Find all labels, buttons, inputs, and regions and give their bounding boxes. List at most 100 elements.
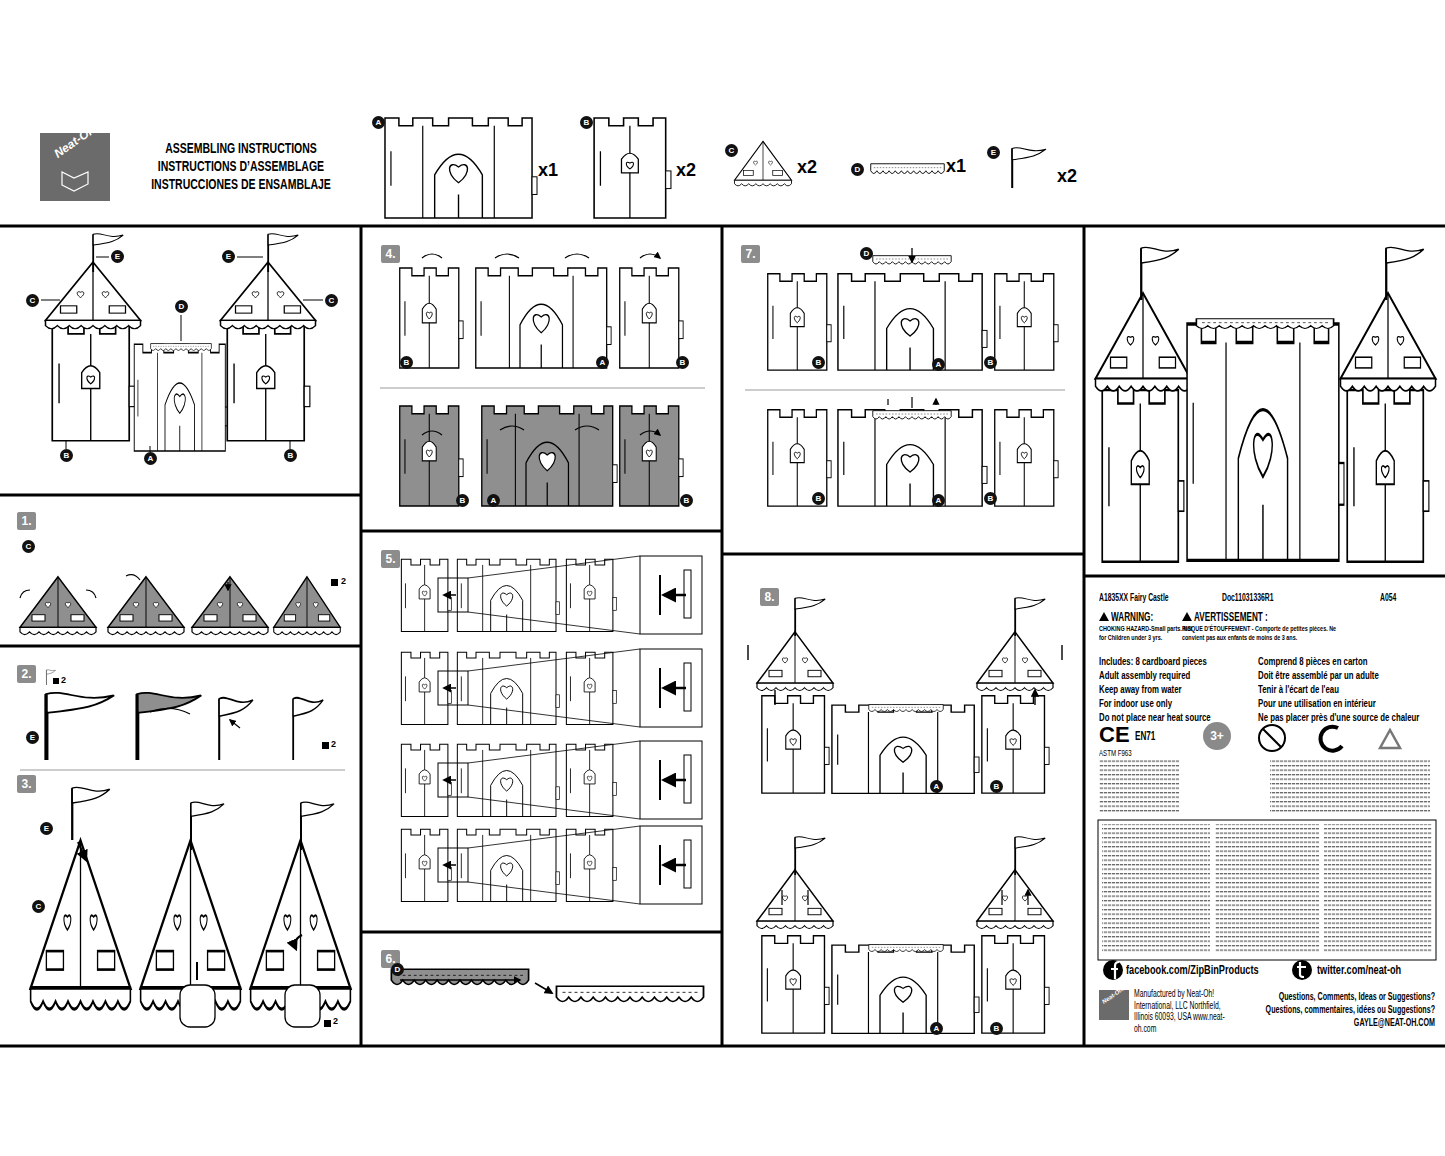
node-text: B bbox=[684, 494, 690, 507]
node-text: 2. bbox=[21, 665, 31, 683]
node-text: D bbox=[855, 163, 861, 176]
node-text: B bbox=[988, 356, 994, 369]
part-letter: B bbox=[990, 1022, 1003, 1035]
label: WARNING: bbox=[1111, 611, 1153, 625]
label: Ne pas placer près d'une source de chale… bbox=[1258, 711, 1419, 724]
label: ASSEMBLING INSTRUCTIONS bbox=[143, 139, 339, 156]
node-text: B bbox=[584, 116, 590, 129]
node-text: 3+ bbox=[1210, 722, 1224, 750]
part-letter: B bbox=[812, 356, 825, 369]
step-number: 5. bbox=[381, 550, 400, 568]
part-letter: E bbox=[40, 822, 53, 835]
part-letter: A bbox=[596, 356, 609, 369]
part-letter: B bbox=[984, 492, 997, 505]
part-letter: E bbox=[111, 250, 124, 263]
part-letter: D bbox=[391, 963, 404, 976]
label: Manufactured by Neat-Oh! International, … bbox=[1134, 988, 1236, 1034]
label: Keep away from water bbox=[1099, 683, 1182, 696]
label: Comprend 8 pièces en carton bbox=[1258, 655, 1368, 668]
part-letter: B bbox=[580, 116, 593, 129]
node-text: A bbox=[936, 358, 942, 371]
node-text: D bbox=[864, 247, 870, 260]
label: Pour une utilisation en intérieur bbox=[1258, 697, 1376, 710]
node-text: 5. bbox=[385, 550, 395, 568]
node-text: B bbox=[994, 780, 1000, 793]
node-text: D bbox=[179, 300, 185, 313]
part-letter: C bbox=[22, 540, 35, 553]
part-letter: A bbox=[487, 494, 500, 507]
node-text: 4. bbox=[385, 245, 395, 263]
node-text: B bbox=[816, 492, 822, 505]
label: CE bbox=[1099, 722, 1130, 747]
label: x2 bbox=[797, 157, 817, 178]
label: 2 bbox=[341, 576, 346, 586]
node-text: E bbox=[44, 822, 49, 835]
node-text: 8. bbox=[764, 588, 774, 606]
label: A054 bbox=[1380, 592, 1396, 604]
label: x2 bbox=[1057, 166, 1077, 187]
node-text: A bbox=[934, 1022, 940, 1035]
part-letter: A bbox=[932, 494, 945, 507]
label: For indoor use only bbox=[1099, 697, 1172, 710]
node-text: B bbox=[994, 1022, 1000, 1035]
step-number: 1. bbox=[17, 512, 36, 530]
part-letter: B bbox=[984, 356, 997, 369]
part-letter: A bbox=[930, 1022, 943, 1035]
step-number: 8. bbox=[760, 588, 779, 606]
node-text: A bbox=[600, 356, 606, 369]
node-text: B bbox=[988, 492, 994, 505]
node-text: A bbox=[934, 780, 940, 793]
step-number: 2. bbox=[17, 665, 36, 683]
label: ASTM F963 bbox=[1099, 748, 1132, 758]
part-letter: B bbox=[60, 449, 73, 462]
label: Adult assembly required bbox=[1099, 669, 1190, 682]
part-letter: A bbox=[144, 452, 157, 465]
part-letter: E bbox=[222, 250, 235, 263]
label: x2 bbox=[676, 160, 696, 181]
node-text: 1. bbox=[21, 512, 31, 530]
label: GAYLE@NEAT-OH.COM bbox=[1258, 1016, 1435, 1028]
label: RISQUE D'ÉTOUFFEMENT - Comporte de petit… bbox=[1182, 624, 1345, 642]
label: 2 bbox=[331, 739, 336, 749]
part-letter: C bbox=[32, 900, 45, 913]
part-letter: C bbox=[325, 294, 338, 307]
node-text: C bbox=[26, 540, 32, 553]
label: INSTRUCTIONS D’ASSEMBLAGE bbox=[143, 157, 339, 174]
age-badge: 3+ bbox=[1203, 722, 1231, 750]
label: Questions, Comments, Ideas or Suggestion… bbox=[1258, 990, 1435, 1002]
label: CHOKING HAZARD-Small parts. Not for Chil… bbox=[1099, 624, 1194, 642]
step-number: 4. bbox=[381, 245, 400, 263]
node-text: C bbox=[30, 294, 36, 307]
label: twitter.com/neat-oh bbox=[1317, 962, 1401, 978]
label: 2 bbox=[61, 675, 66, 685]
node-text: 3. bbox=[21, 775, 31, 793]
part-letter: D bbox=[175, 300, 188, 313]
node-text: E bbox=[991, 146, 996, 159]
part-letter: E bbox=[987, 146, 1000, 159]
part-letter: C bbox=[725, 144, 738, 157]
part-letter: A bbox=[372, 116, 385, 129]
node-text: B bbox=[460, 494, 466, 507]
node-text: B bbox=[64, 449, 70, 462]
label: INSTRUCCIONES DE ENSAMBLAJE bbox=[143, 175, 339, 192]
label: EN71 bbox=[1135, 730, 1155, 744]
node-text: D bbox=[395, 963, 401, 976]
part-letter: B bbox=[676, 356, 689, 369]
node-text: A bbox=[148, 452, 154, 465]
part-letter: E bbox=[26, 731, 39, 744]
part-letter: B bbox=[812, 492, 825, 505]
node-text: B bbox=[816, 356, 822, 369]
label: Questions, commentaires, idées ou Sugges… bbox=[1258, 1003, 1435, 1015]
node-text: E bbox=[115, 250, 120, 263]
node-text: A bbox=[936, 494, 942, 507]
node-text: B bbox=[680, 356, 686, 369]
part-letter: D bbox=[851, 163, 864, 176]
label: Doc11031336R1 bbox=[1222, 592, 1273, 604]
part-letter: B bbox=[990, 780, 1003, 793]
node-text: B bbox=[404, 356, 410, 369]
node-text: A bbox=[376, 116, 382, 129]
part-letter: C bbox=[26, 294, 39, 307]
label: facebook.com/ZipBinProducts bbox=[1126, 962, 1259, 978]
part-letter: A bbox=[932, 358, 945, 371]
